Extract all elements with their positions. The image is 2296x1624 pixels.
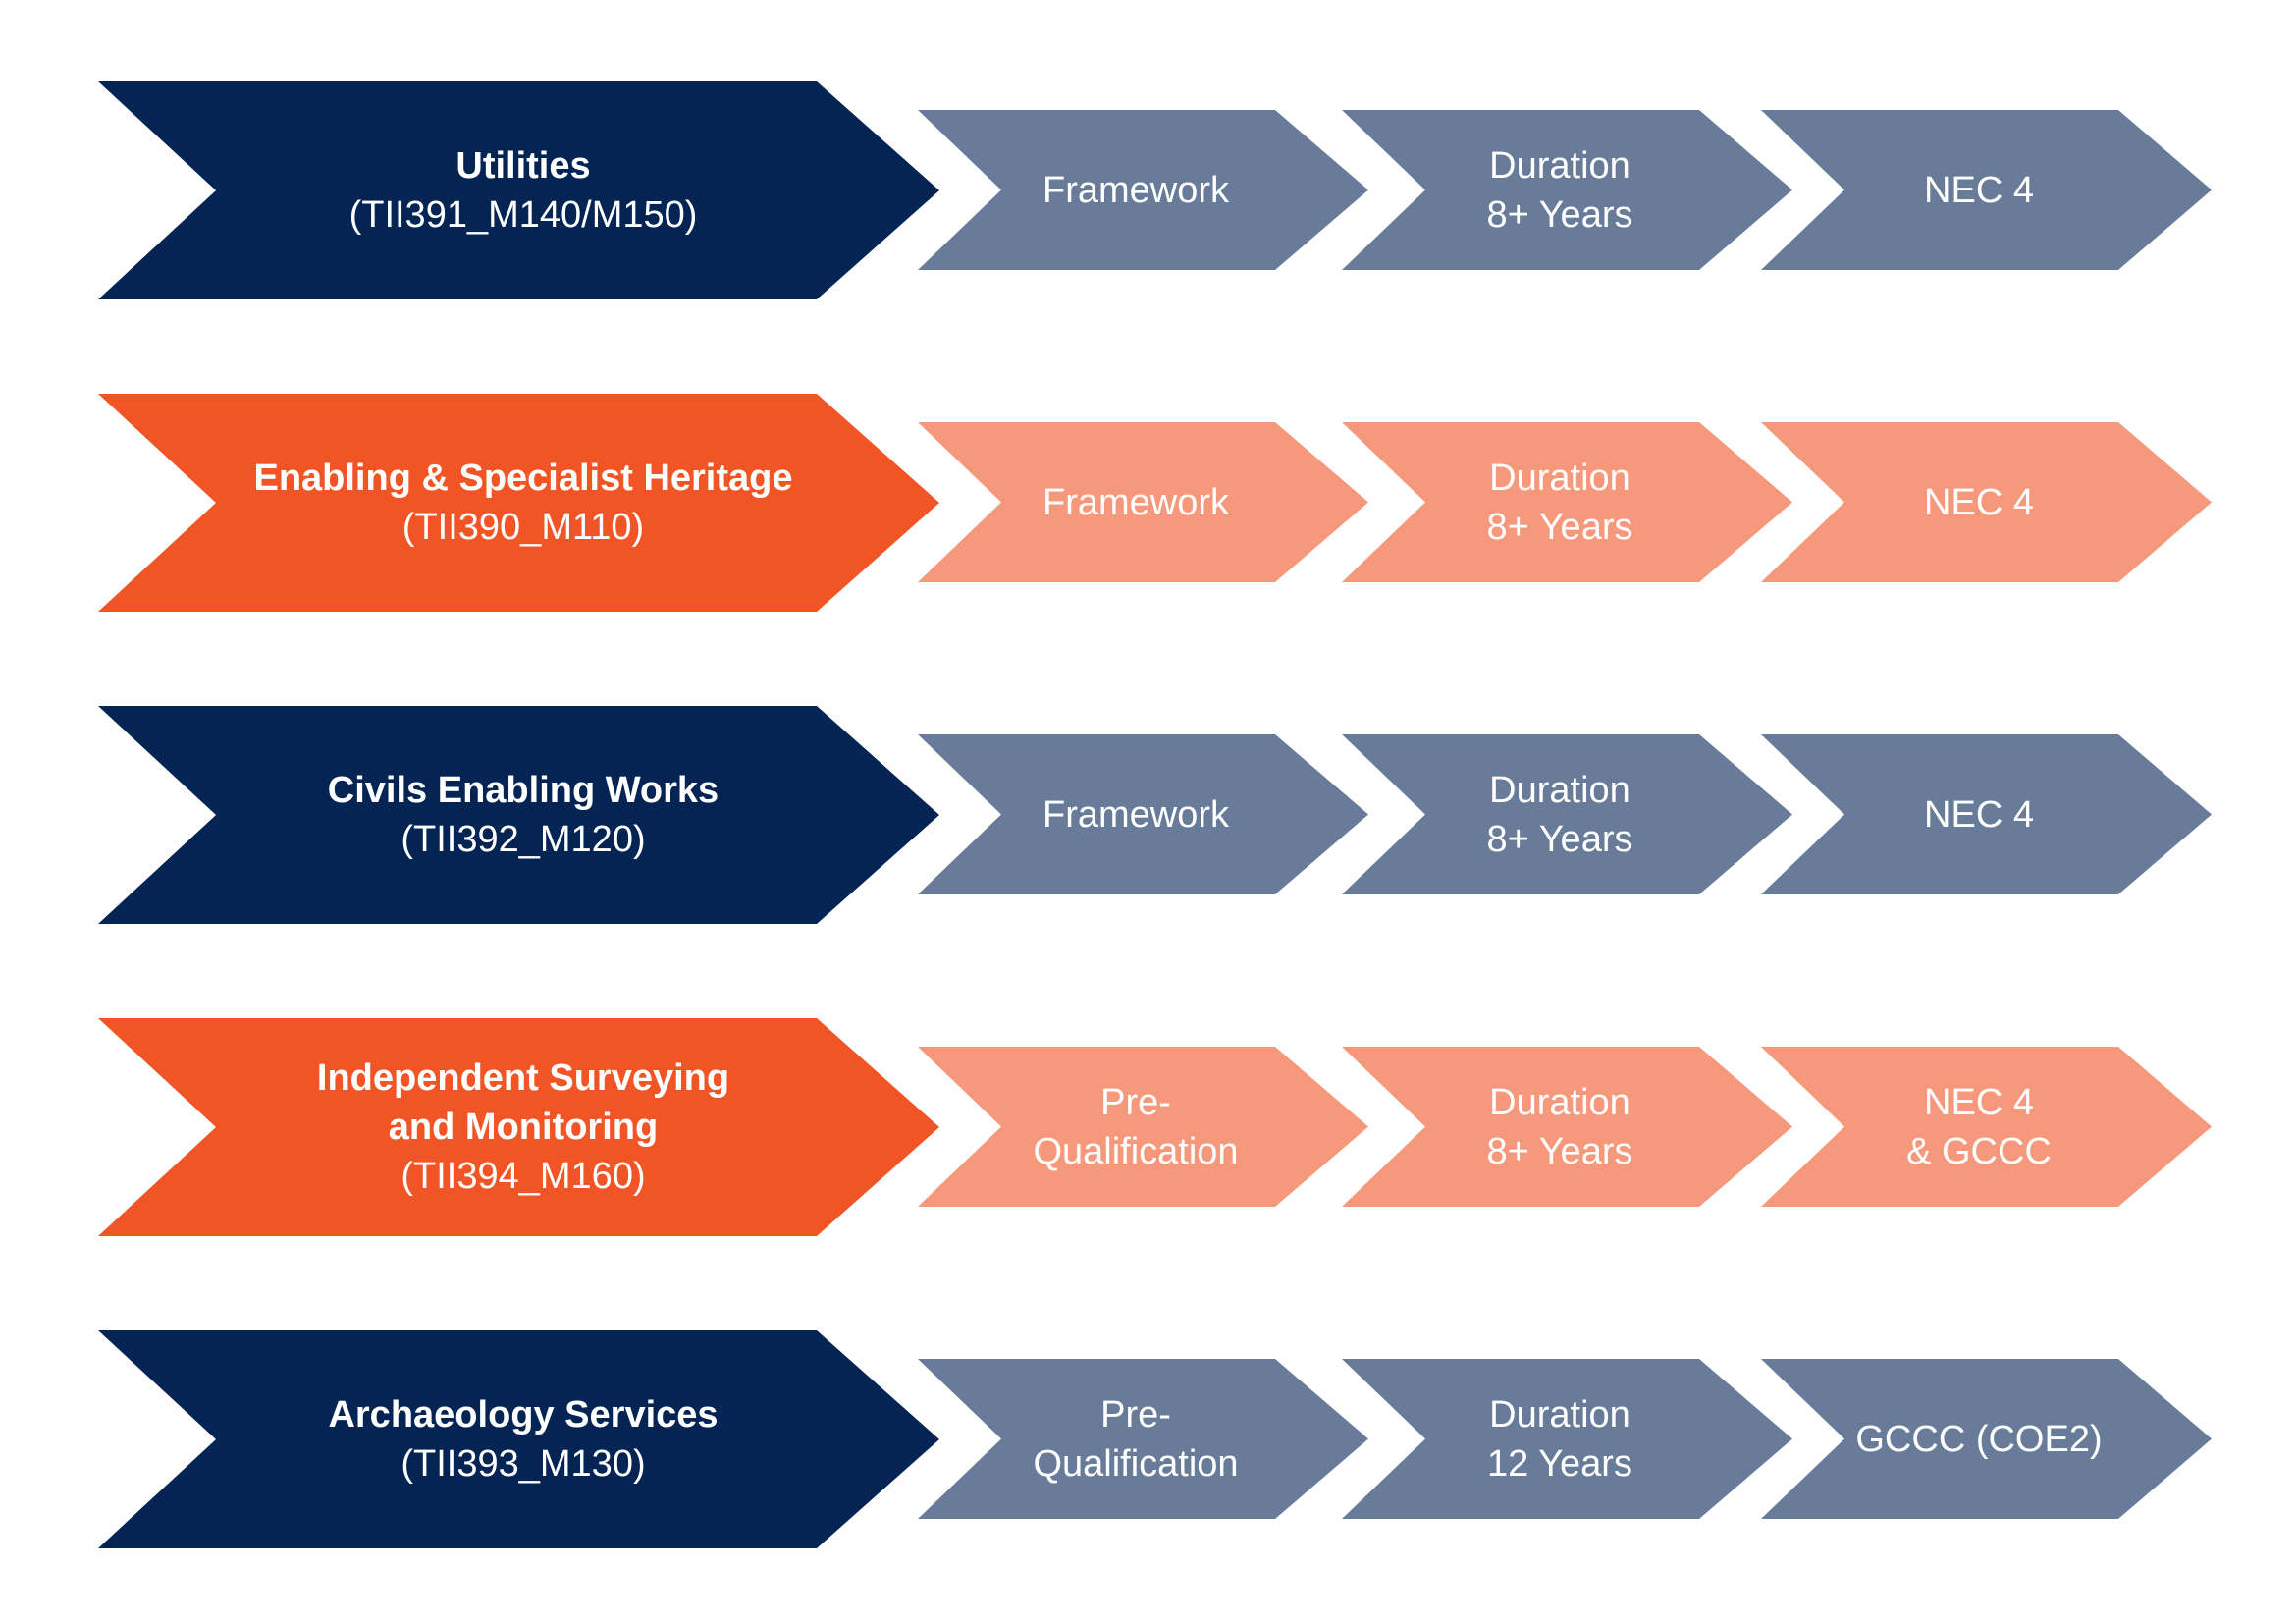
title-chevron-shape (98, 394, 939, 612)
title-chevron-shape (98, 706, 939, 924)
title-chevron-shape (98, 1018, 939, 1236)
step-chevron: Duration 12 Years (1342, 1359, 1792, 1519)
step-chevron-shape (1342, 734, 1792, 894)
framework-title: Utilities (455, 145, 591, 187)
step-chevron: Framework (918, 422, 1368, 582)
step-chevron-shape (1761, 1047, 2212, 1207)
step-label: Duration 8+ Years (1401, 1047, 1719, 1207)
framework-title: Independent Surveying (316, 1057, 730, 1099)
step-chevron-shape (1342, 422, 1792, 582)
step-chevron-shape (1761, 734, 2212, 894)
framework-title-chevron: Civils Enabling Works (TII392_M120) (98, 706, 939, 924)
step-chevron-shape (918, 1047, 1368, 1207)
framework-title: Archaeology Services (328, 1394, 719, 1435)
step-chevron: Duration 8+ Years (1342, 110, 1792, 270)
step-label: NEC 4 (1820, 422, 2138, 582)
step-text: Pre- (1100, 1081, 1171, 1123)
step-text: & GCCC (1906, 1130, 2052, 1172)
step-text: 8+ Years (1486, 506, 1633, 548)
step-text: GCCC (COE2) (1855, 1418, 2103, 1460)
step-label: GCCC (COE2) (1820, 1359, 2138, 1519)
step-text: Qualification (1033, 1442, 1239, 1485)
framework-code: (TII393_M130) (400, 1443, 646, 1485)
framework-title-chevron: Independent Surveying and Monitoring (TII3… (98, 1018, 939, 1236)
step-text: Duration (1489, 1393, 1630, 1435)
step-label: Duration 8+ Years (1401, 110, 1719, 270)
title-chevron-shape (98, 1330, 939, 1548)
step-chevron-shape (1342, 1047, 1792, 1207)
step-chevron-shape (1342, 110, 1792, 270)
step-label: Duration 12 Years (1401, 1359, 1719, 1519)
step-label: Pre- Qualification (977, 1047, 1295, 1207)
framework-row: Archaeology Services (TII393_M130) Pre- Qua… (0, 1330, 2296, 1548)
step-text: Framework (1041, 481, 1230, 523)
step-label: Pre- Qualification (977, 1359, 1295, 1519)
step-label: Framework (977, 422, 1295, 582)
step-text: Framework (1041, 169, 1230, 211)
step-text: 8+ Years (1486, 1130, 1633, 1172)
framework-title: Civils Enabling Works (327, 770, 720, 811)
step-chevron: Duration 8+ Years (1342, 734, 1792, 894)
framework-title-label: Enabling & Specialist Heritage (TII390_M1… (216, 394, 830, 612)
framework-code: (TII394_M160) (400, 1156, 646, 1197)
step-chevron-shape (1342, 1359, 1792, 1519)
step-text: Pre- (1100, 1393, 1171, 1435)
step-text: Qualification (1033, 1130, 1239, 1172)
framework-row: Civils Enabling Works (TII392_M120) Framew… (0, 706, 2296, 924)
step-text: Duration (1489, 1081, 1630, 1123)
step-text: NEC 4 (1924, 793, 2034, 836)
step-text: Duration (1489, 769, 1630, 811)
step-chevron: GCCC (COE2) (1761, 1359, 2212, 1519)
step-label: Duration 8+ Years (1401, 734, 1719, 894)
step-text: NEC 4 (1924, 169, 2034, 211)
framework-row: Utilities (TII391_M140/M150) Framework Dura… (0, 81, 2296, 299)
step-chevron-shape (1761, 1359, 2212, 1519)
step-chevron-shape (1761, 110, 2212, 270)
framework-code: (TII391_M140/M150) (348, 194, 698, 236)
step-chevron-shape (918, 734, 1368, 894)
step-chevron: Pre- Qualification (918, 1047, 1368, 1207)
step-chevron: Framework (918, 110, 1368, 270)
step-text: Duration (1489, 457, 1630, 499)
step-chevron: NEC 4 (1761, 422, 2212, 582)
step-text: NEC 4 (1924, 1081, 2034, 1123)
step-text: Framework (1041, 793, 1230, 836)
framework-title-label: Independent Surveying and Monitoring (TII3… (216, 1018, 830, 1236)
step-text: Duration (1489, 144, 1630, 187)
step-text: 8+ Years (1486, 193, 1633, 236)
title-chevron-shape (98, 81, 939, 299)
framework-code: (TII390_M110) (401, 507, 645, 548)
framework-row: Independent Surveying and Monitoring (TII3… (0, 1018, 2296, 1236)
step-chevron: NEC 4 (1761, 110, 2212, 270)
step-chevron: Duration 8+ Years (1342, 1047, 1792, 1207)
step-chevron: Pre- Qualification (918, 1359, 1368, 1519)
framework-row: Enabling & Specialist Heritage (TII390_M1… (0, 394, 2296, 612)
step-text: 8+ Years (1486, 818, 1633, 860)
step-label: NEC 4 (1820, 734, 2138, 894)
step-text: NEC 4 (1924, 481, 2034, 523)
step-label: NEC 4 & GCCC (1820, 1047, 2138, 1207)
step-label: Duration 8+ Years (1401, 422, 1719, 582)
step-text: 12 Years (1487, 1442, 1632, 1485)
step-label: NEC 4 (1820, 110, 2138, 270)
framework-title: Enabling & Specialist Heritage (253, 458, 793, 499)
step-chevron-shape (918, 422, 1368, 582)
framework-code: (TII392_M120) (400, 819, 646, 860)
framework-title: and Monitoring (388, 1107, 659, 1148)
framework-title-label: Archaeology Services (TII393_M130) (216, 1330, 830, 1548)
framework-title-chevron: Archaeology Services (TII393_M130) (98, 1330, 939, 1548)
framework-title-label: Utilities (TII391_M140/M150) (216, 81, 830, 299)
step-chevron: Framework (918, 734, 1368, 894)
step-label: Framework (977, 110, 1295, 270)
step-chevron-shape (918, 1359, 1368, 1519)
framework-title-chevron: Utilities (TII391_M140/M150) (98, 81, 939, 299)
step-chevron: NEC 4 & GCCC (1761, 1047, 2212, 1207)
framework-title-label: Civils Enabling Works (TII392_M120) (216, 706, 830, 924)
step-chevron-shape (918, 110, 1368, 270)
step-chevron: NEC 4 (1761, 734, 2212, 894)
step-chevron-shape (1761, 422, 2212, 582)
step-label: Framework (977, 734, 1295, 894)
framework-title-chevron: Enabling & Specialist Heritage (TII390_M1… (98, 394, 939, 612)
step-chevron: Duration 8+ Years (1342, 422, 1792, 582)
